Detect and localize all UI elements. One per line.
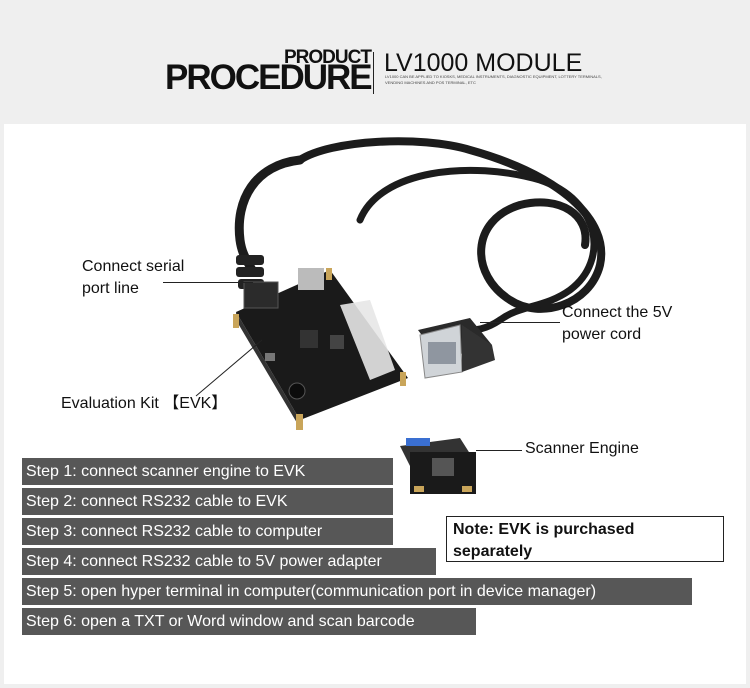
leader-scanner <box>476 450 522 451</box>
callout-serial-line-2: port line <box>82 280 139 297</box>
board-components <box>243 268 395 400</box>
step-5: Step 5: open hyper terminal in computer(… <box>22 578 692 605</box>
leader-power <box>480 322 560 323</box>
callout-power-line-2: power cord <box>562 326 642 343</box>
callout-serial-line-1: Connect serial <box>82 258 185 275</box>
scanner-engine <box>400 438 476 494</box>
db9-connector <box>418 318 495 379</box>
evk-board <box>236 270 408 420</box>
cable-loop-outer <box>296 137 606 313</box>
header-divider <box>373 52 374 94</box>
step-2: Step 2: connect RS232 cable to EVK <box>22 488 393 515</box>
evk-board-edge <box>236 312 300 428</box>
callout-power-cord: Connect the 5V power cord <box>562 302 672 346</box>
leader-serial <box>163 282 253 283</box>
brand-big-text: PROCEDURE <box>165 58 373 97</box>
leader-evk <box>195 339 263 397</box>
step-1: Step 1: connect scanner engine to EVK <box>22 458 393 485</box>
model-description: LV1000 CAN BE APPLIED TO KIOSKS, MEDICAL… <box>385 74 602 85</box>
board-standoffs <box>233 268 406 430</box>
callout-evk: Evaluation Kit 【EVK】 <box>61 395 228 412</box>
model-title: LV1000 MODULE <box>384 49 583 77</box>
cable-loop-inner <box>356 166 598 324</box>
header: PRODUCT PROCEDURE LV1000 MODULE LV1000 C… <box>0 0 750 122</box>
step-4: Step 4: connect RS232 cable to 5V power … <box>22 548 436 575</box>
step-3: Step 3: connect RS232 cable to computer <box>22 518 393 545</box>
callout-serial-port: Connect serial port line <box>82 256 184 300</box>
brand-small-text: PRODUCT <box>284 47 372 68</box>
callout-power-line-1: Connect the 5V <box>562 304 673 321</box>
note-box: Note: EVK is purchased separately <box>446 516 724 562</box>
step-6: Step 6: open a TXT or Word window and sc… <box>22 608 476 635</box>
callout-scanner-engine: Scanner Engine <box>525 440 639 457</box>
